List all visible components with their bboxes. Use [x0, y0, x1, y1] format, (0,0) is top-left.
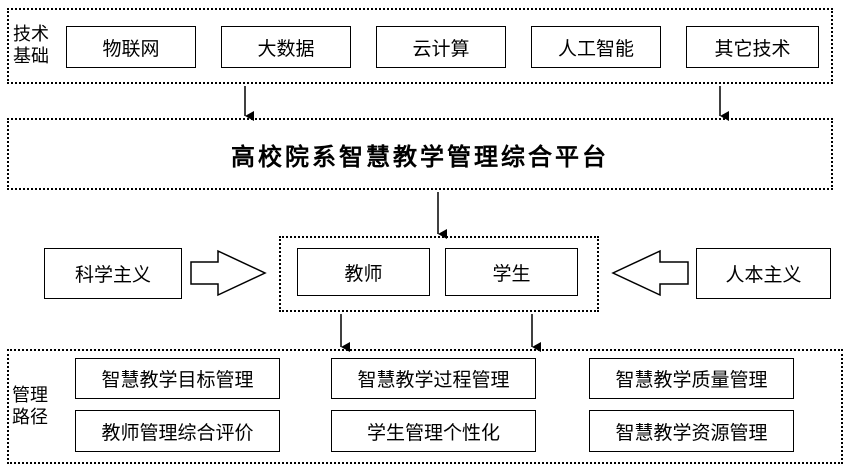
- management-label: 管理 路径: [12, 385, 48, 429]
- tech-item-cloud: 云计算: [376, 26, 506, 68]
- management-label-line2: 路径: [12, 407, 48, 428]
- mgmt-item-student: 学生管理个性化: [331, 410, 536, 452]
- block-arrow-humanism: [611, 249, 689, 297]
- tech-item-iot: 物联网: [66, 26, 196, 68]
- student-box: 学生: [445, 248, 578, 296]
- mgmt-item-goal: 智慧教学目标管理: [75, 358, 280, 399]
- tech-item-bigdata: 大数据: [221, 26, 351, 68]
- platform-group: [7, 118, 833, 190]
- block-arrow-science: [190, 249, 267, 297]
- tech-label-line2: 基础: [13, 46, 49, 67]
- tech-item-ai: 人工智能: [531, 26, 661, 68]
- mgmt-item-quality: 智慧教学质量管理: [589, 358, 794, 399]
- mgmt-item-teacher-eval: 教师管理综合评价: [75, 410, 280, 452]
- mgmt-item-process: 智慧教学过程管理: [331, 358, 536, 399]
- mgmt-item-resource: 智慧教学资源管理: [589, 410, 794, 452]
- management-label-line1: 管理: [12, 385, 48, 406]
- tech-foundation-group: [7, 8, 833, 84]
- principle-humanism: 人本主义: [696, 248, 831, 299]
- principle-science: 科学主义: [44, 248, 182, 299]
- tech-foundation-label: 技术 基础: [13, 24, 49, 68]
- tech-item-other: 其它技术: [686, 26, 819, 68]
- platform-title: 高校院系智慧教学管理综合平台: [231, 142, 609, 171]
- teacher-box: 教师: [297, 248, 430, 296]
- tech-label-line1: 技术: [13, 24, 49, 45]
- management-group: [7, 349, 843, 464]
